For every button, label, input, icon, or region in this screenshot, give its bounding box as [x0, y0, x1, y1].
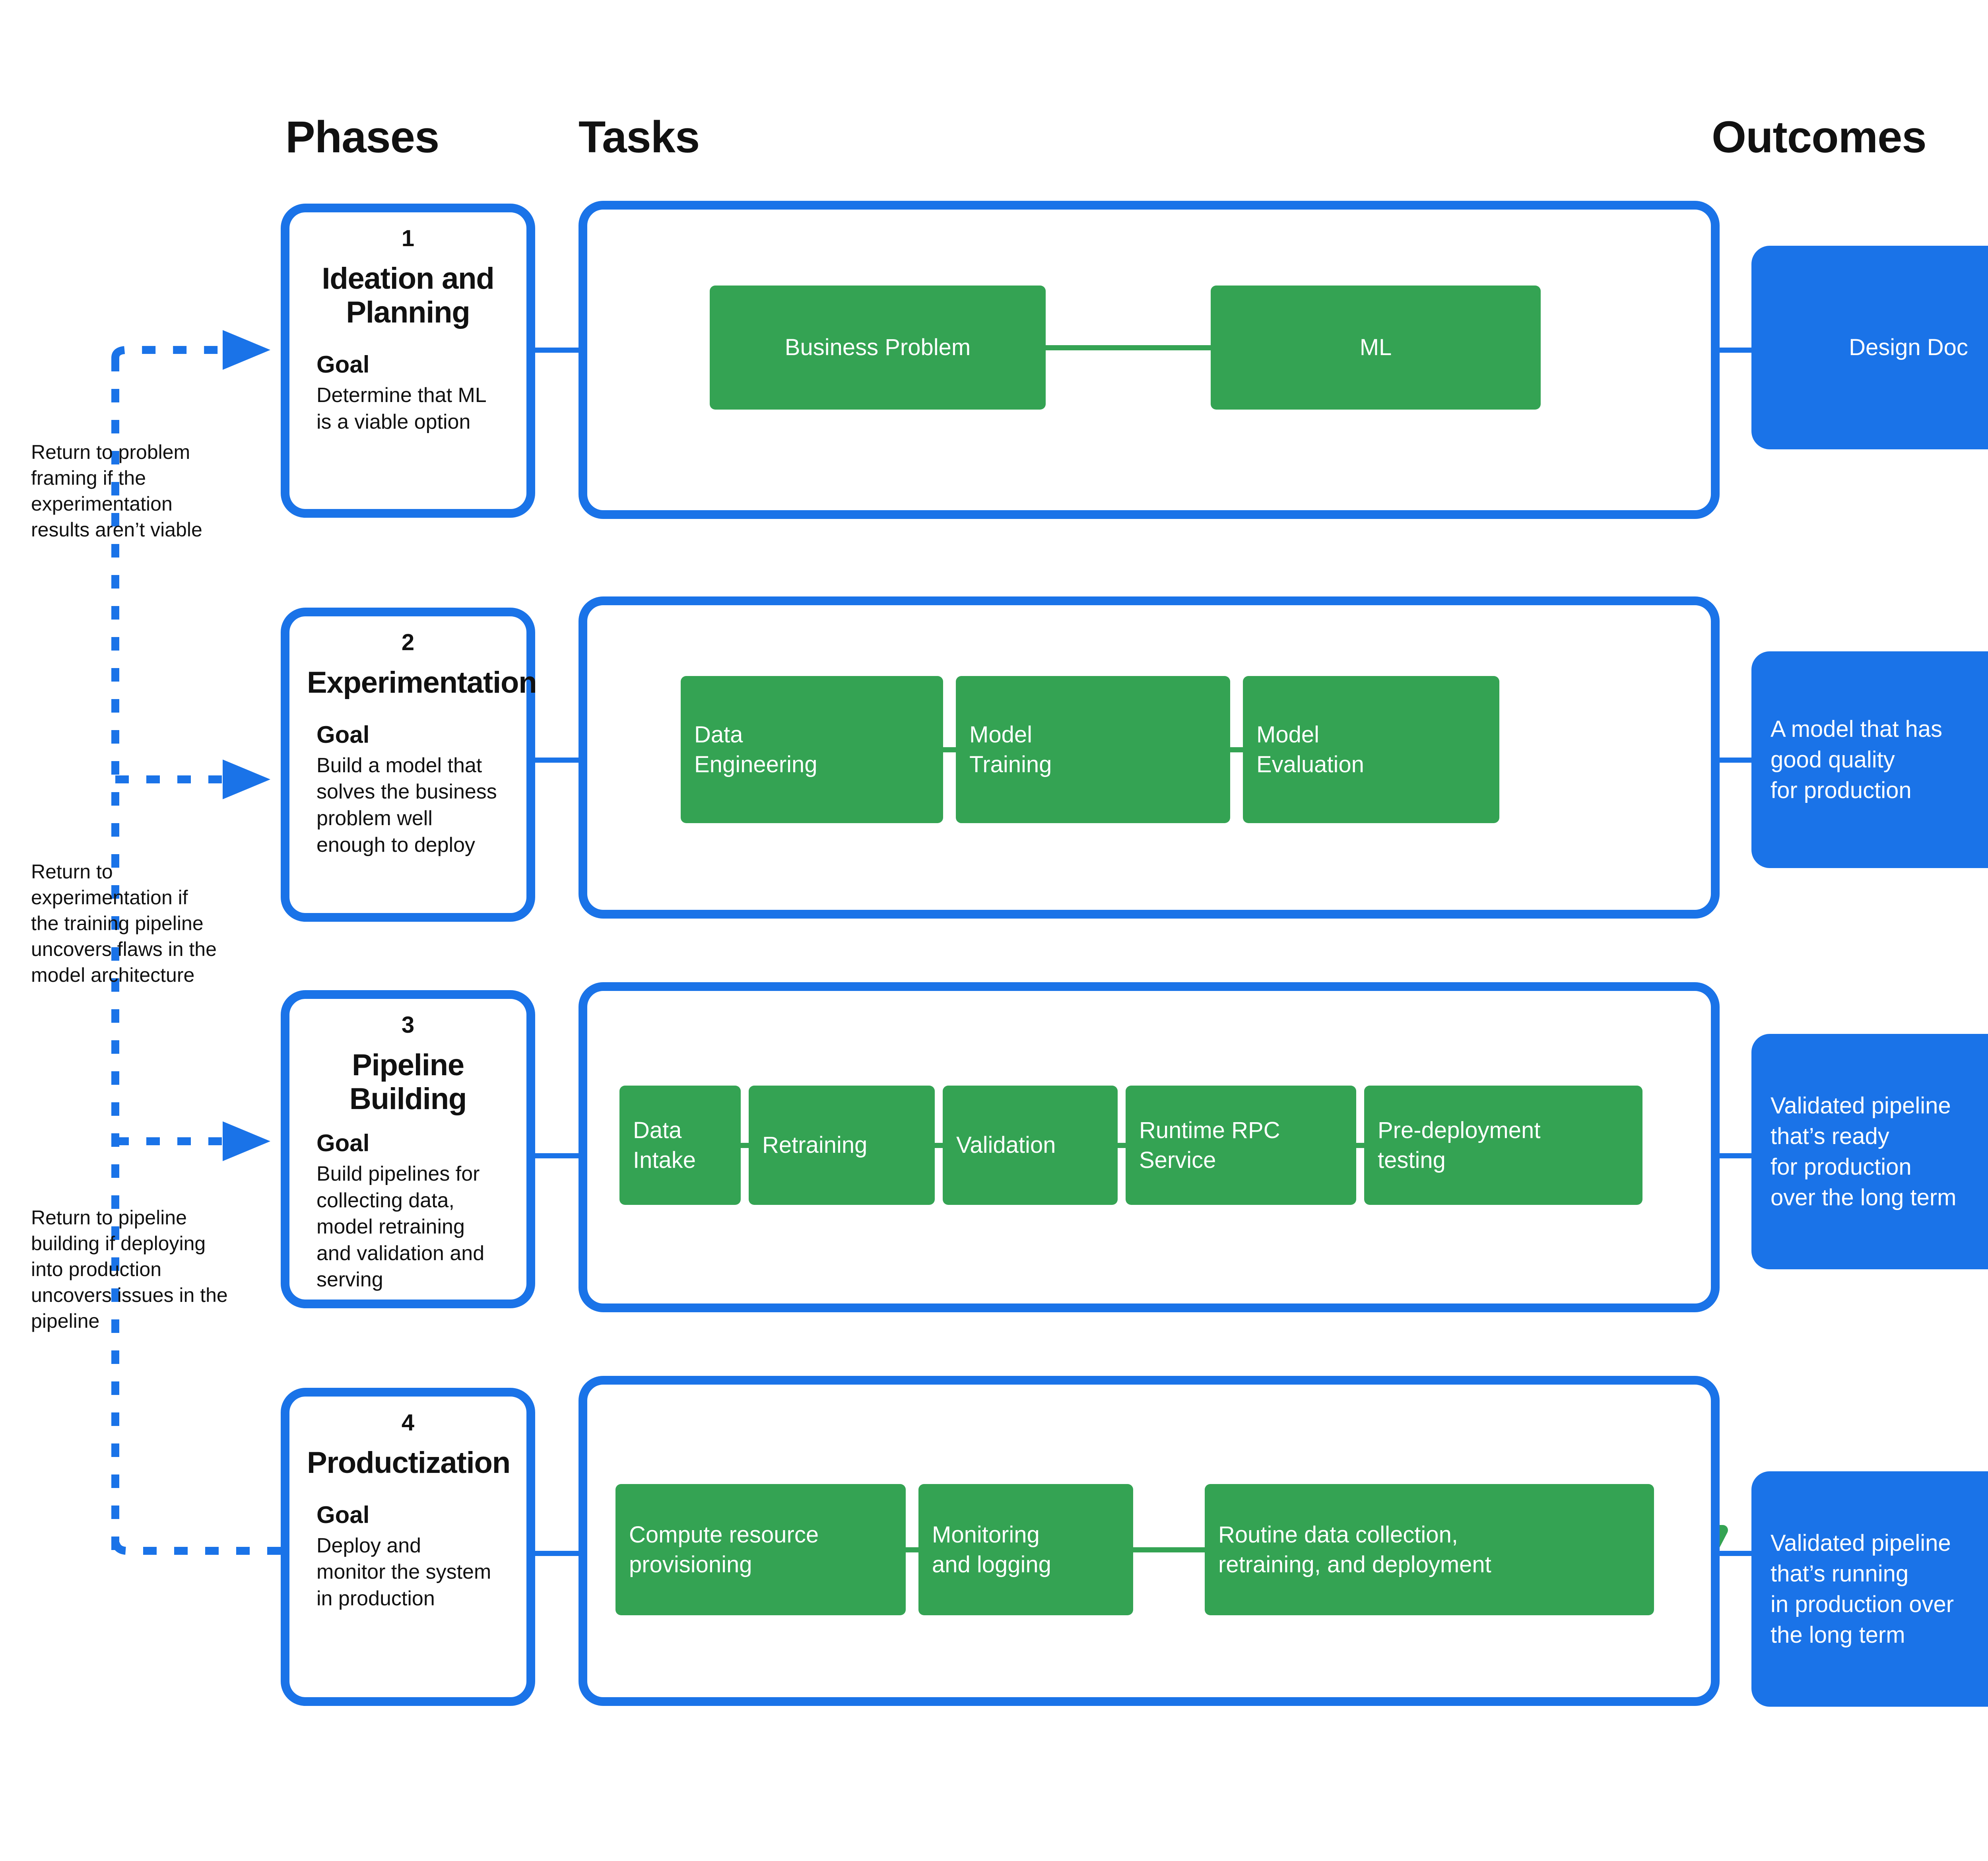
phase-card-4[interactable]: 4 Productization Goal Deploy and monitor…	[281, 1388, 535, 1706]
phase-card-3[interactable]: 3 Pipeline Building Goal Build pipelines…	[281, 990, 535, 1308]
task-box-pre-deployment-testing[interactable]: Pre-deployment testing	[1364, 1086, 1642, 1205]
outcome-box-1[interactable]: Design Doc	[1751, 246, 1988, 449]
connector-tasks1-outcome1	[1718, 348, 1754, 353]
task-box-model-evaluation[interactable]: Model Evaluation	[1243, 676, 1499, 823]
outcome-box-2[interactable]: A model that has good quality for produc…	[1751, 651, 1988, 868]
column-header-tasks: Tasks	[579, 112, 700, 162]
goal-text-4: Deploy and monitor the system in product…	[316, 1534, 491, 1610]
goal-text-3: Build pipelines for collecting data, mod…	[316, 1162, 485, 1292]
task-link-4b	[1133, 1547, 1205, 1552]
phase-card-1[interactable]: 1 Ideation and Planning Goal Determine t…	[281, 204, 535, 518]
outcome-box-3[interactable]: Validated pipeline that’s ready for prod…	[1751, 1034, 1988, 1269]
connector-phase3-tasks	[535, 1153, 580, 1158]
task-box-data-intake[interactable]: Data Intake	[619, 1086, 741, 1205]
phase-card-2[interactable]: 2 Experimentation Goal Build a model tha…	[281, 608, 537, 922]
connector-tasks4-outcome4	[1718, 1551, 1754, 1556]
task-box-retraining[interactable]: Retraining	[749, 1086, 935, 1205]
phase-title-1: Ideation and Planning	[322, 261, 494, 329]
task-box-compute-resource-provisioning[interactable]: Compute resource provisioning	[615, 1484, 906, 1615]
task-box-runtime-rpc-service[interactable]: Runtime RPC Service	[1126, 1086, 1356, 1205]
goal-label: Goal	[316, 1501, 370, 1528]
task-box-business-problem[interactable]: Business Problem	[710, 286, 1046, 410]
connector-tasks3-outcome3	[1718, 1153, 1754, 1158]
task-link-3b	[935, 1142, 943, 1148]
task-link-3c	[1118, 1142, 1126, 1148]
phase-number-3: 3	[401, 1012, 415, 1038]
task-box-routine-data-collection[interactable]: Routine data collection, retraining, and…	[1205, 1484, 1654, 1615]
task-link-3d	[1356, 1142, 1364, 1148]
column-header-phases: Phases	[285, 112, 439, 162]
goal-label: Goal	[316, 1130, 370, 1157]
phase-goal-1: Goal Determine that ML is a viable optio…	[307, 351, 509, 435]
phase-number-1: 1	[401, 225, 415, 251]
task-link-2a	[943, 747, 956, 752]
outcome-box-4[interactable]: Validated pipeline that’s running in pro…	[1751, 1471, 1988, 1707]
column-header-outcomes: Outcomes	[1712, 112, 1927, 162]
phase-number-2: 2	[401, 629, 415, 655]
task-row-2: Data Engineering Model Training Model Ev…	[681, 676, 1499, 823]
task-row-1: Business Problem ML	[710, 286, 1541, 410]
phase-goal-2: Goal Build a model that solves the busin…	[307, 721, 509, 858]
annotation-return-to-problem-framing: Return to problem framing if the experim…	[31, 441, 202, 541]
goal-text-1: Determine that ML is a viable option	[316, 384, 487, 433]
phase-goal-4: Goal Deploy and monitor the system in pr…	[307, 1501, 509, 1612]
task-box-data-engineering[interactable]: Data Engineering	[681, 676, 943, 823]
phase-title-2: Experimentation	[307, 665, 537, 699]
connector-phase4-tasks	[535, 1551, 580, 1556]
task-box-model-training[interactable]: Model Training	[956, 676, 1230, 823]
connector-tasks2-outcome2	[1718, 758, 1754, 763]
phase-title-4: Productization	[307, 1445, 511, 1480]
connector-phase2-tasks	[535, 758, 580, 763]
task-box-ml[interactable]: ML	[1211, 286, 1541, 410]
annotation-return-to-pipeline-building: Return to pipeline building if deploying…	[31, 1206, 228, 1332]
task-link-3a	[741, 1142, 749, 1148]
phase-goal-3: Goal Build pipelines for collecting data…	[307, 1129, 509, 1293]
phase-number-4: 4	[401, 1410, 415, 1436]
task-link-1	[1046, 345, 1211, 350]
task-row-3: Data Intake Retraining Validation Runtim…	[619, 1086, 1642, 1205]
goal-label: Goal	[316, 721, 370, 748]
task-box-monitoring-and-logging[interactable]: Monitoring and logging	[918, 1484, 1133, 1615]
phase-title-3: Pipeline Building	[349, 1048, 467, 1116]
annotation-return-to-experimentation: Return to experimentation if the trainin…	[31, 861, 217, 986]
task-link-2b	[1230, 747, 1243, 752]
connector-phase1-tasks	[535, 348, 580, 353]
task-link-4a	[906, 1547, 918, 1552]
task-box-validation[interactable]: Validation	[943, 1086, 1118, 1205]
goal-label: Goal	[316, 351, 370, 378]
task-row-4: Compute resource provisioning Monitoring…	[615, 1484, 1654, 1615]
goal-text-2: Build a model that solves the business p…	[316, 754, 497, 857]
